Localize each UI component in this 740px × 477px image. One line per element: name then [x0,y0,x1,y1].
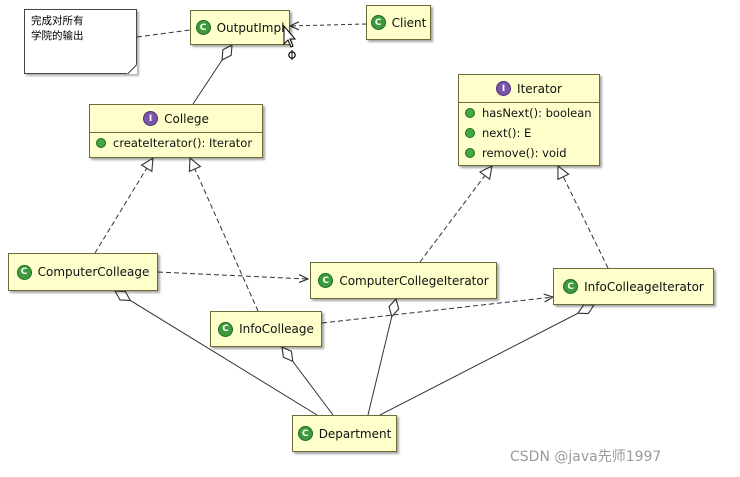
method-create-iterator: createIterator(): Iterator [90,133,262,153]
watermark: CSDN @java先师1997 [510,449,662,465]
class-name: Department [318,426,392,441]
class-icon: C [195,20,211,35]
class-name: ComputerCollegeIterator [339,273,489,288]
method-has-next: hasNext(): boolean [459,103,599,123]
class-name: Client [391,15,427,30]
class-computercolleage[interactable]: C ComputerColleage [8,253,158,291]
computercollegeiterator-department-aggregation [367,299,396,416]
computercolleage-realizes-college [94,158,153,254]
infocolleageiterator-department-aggregation [379,305,594,416]
infocolleageiterator-realizes-iterator [558,166,609,269]
class-name: InfoColleageIterator [584,279,704,294]
class-infocolleageiterator[interactable]: C InfoColleageIterator [553,268,714,305]
class-infocolleage[interactable]: C InfoColleage [210,311,322,347]
class-icon: C [318,273,334,288]
computercolleage-to-iterator-dependency [157,271,308,279]
computercolleage-department-aggregation [115,291,318,416]
class-outputimpl[interactable]: C OutputImpl [190,10,290,45]
class-computercollegeiterator[interactable]: C ComputerCollegeIterator [310,262,497,299]
class-icon: C [218,321,234,337]
interface-icon: I [143,111,159,126]
public-method-icon [96,138,106,148]
member-separator [90,132,262,133]
computercollegeiterator-realizes-iterator [419,166,492,263]
interface-name: Iterator [517,81,562,96]
class-icon: C [16,264,32,280]
class-name: OutputImpl [216,20,285,35]
class-client[interactable]: C Client [366,5,431,40]
interface-college[interactable]: I College createIterator(): Iterator [89,104,263,158]
method-remove: remove(): void [459,143,599,163]
class-icon: C [370,15,386,30]
public-method-icon [465,108,475,118]
note-line-1: 完成对所有 [31,15,84,27]
infocolleage-realizes-college [190,158,259,312]
method-next: next(): E [459,123,599,143]
class-icon: C [297,426,313,441]
note-line-2: 学院的输出 [31,30,84,42]
outputimpl-college-aggregation [192,45,232,105]
class-name: InfoColleage [239,322,314,336]
infocolleage-department-aggregation [282,347,334,416]
interface-icon: I [496,81,512,96]
interface-iterator[interactable]: I Iterator hasNext(): boolean next(): E … [458,74,600,166]
infocolleage-to-iterator-dependency [321,297,553,324]
public-method-icon [465,148,475,158]
class-department[interactable]: C Department [292,415,397,452]
class-icon: C [563,279,579,294]
public-method-icon [465,128,475,138]
class-name: ComputerColleage [37,265,150,279]
member-separator [459,102,599,103]
note-connector [136,29,191,38]
interface-name: College [164,111,209,126]
note-fold [127,64,137,74]
note: 完成对所有 学院的输出 [24,9,137,74]
mouse-cursor-icon [283,24,297,60]
client-to-outputimpl-dependency [290,24,367,26]
